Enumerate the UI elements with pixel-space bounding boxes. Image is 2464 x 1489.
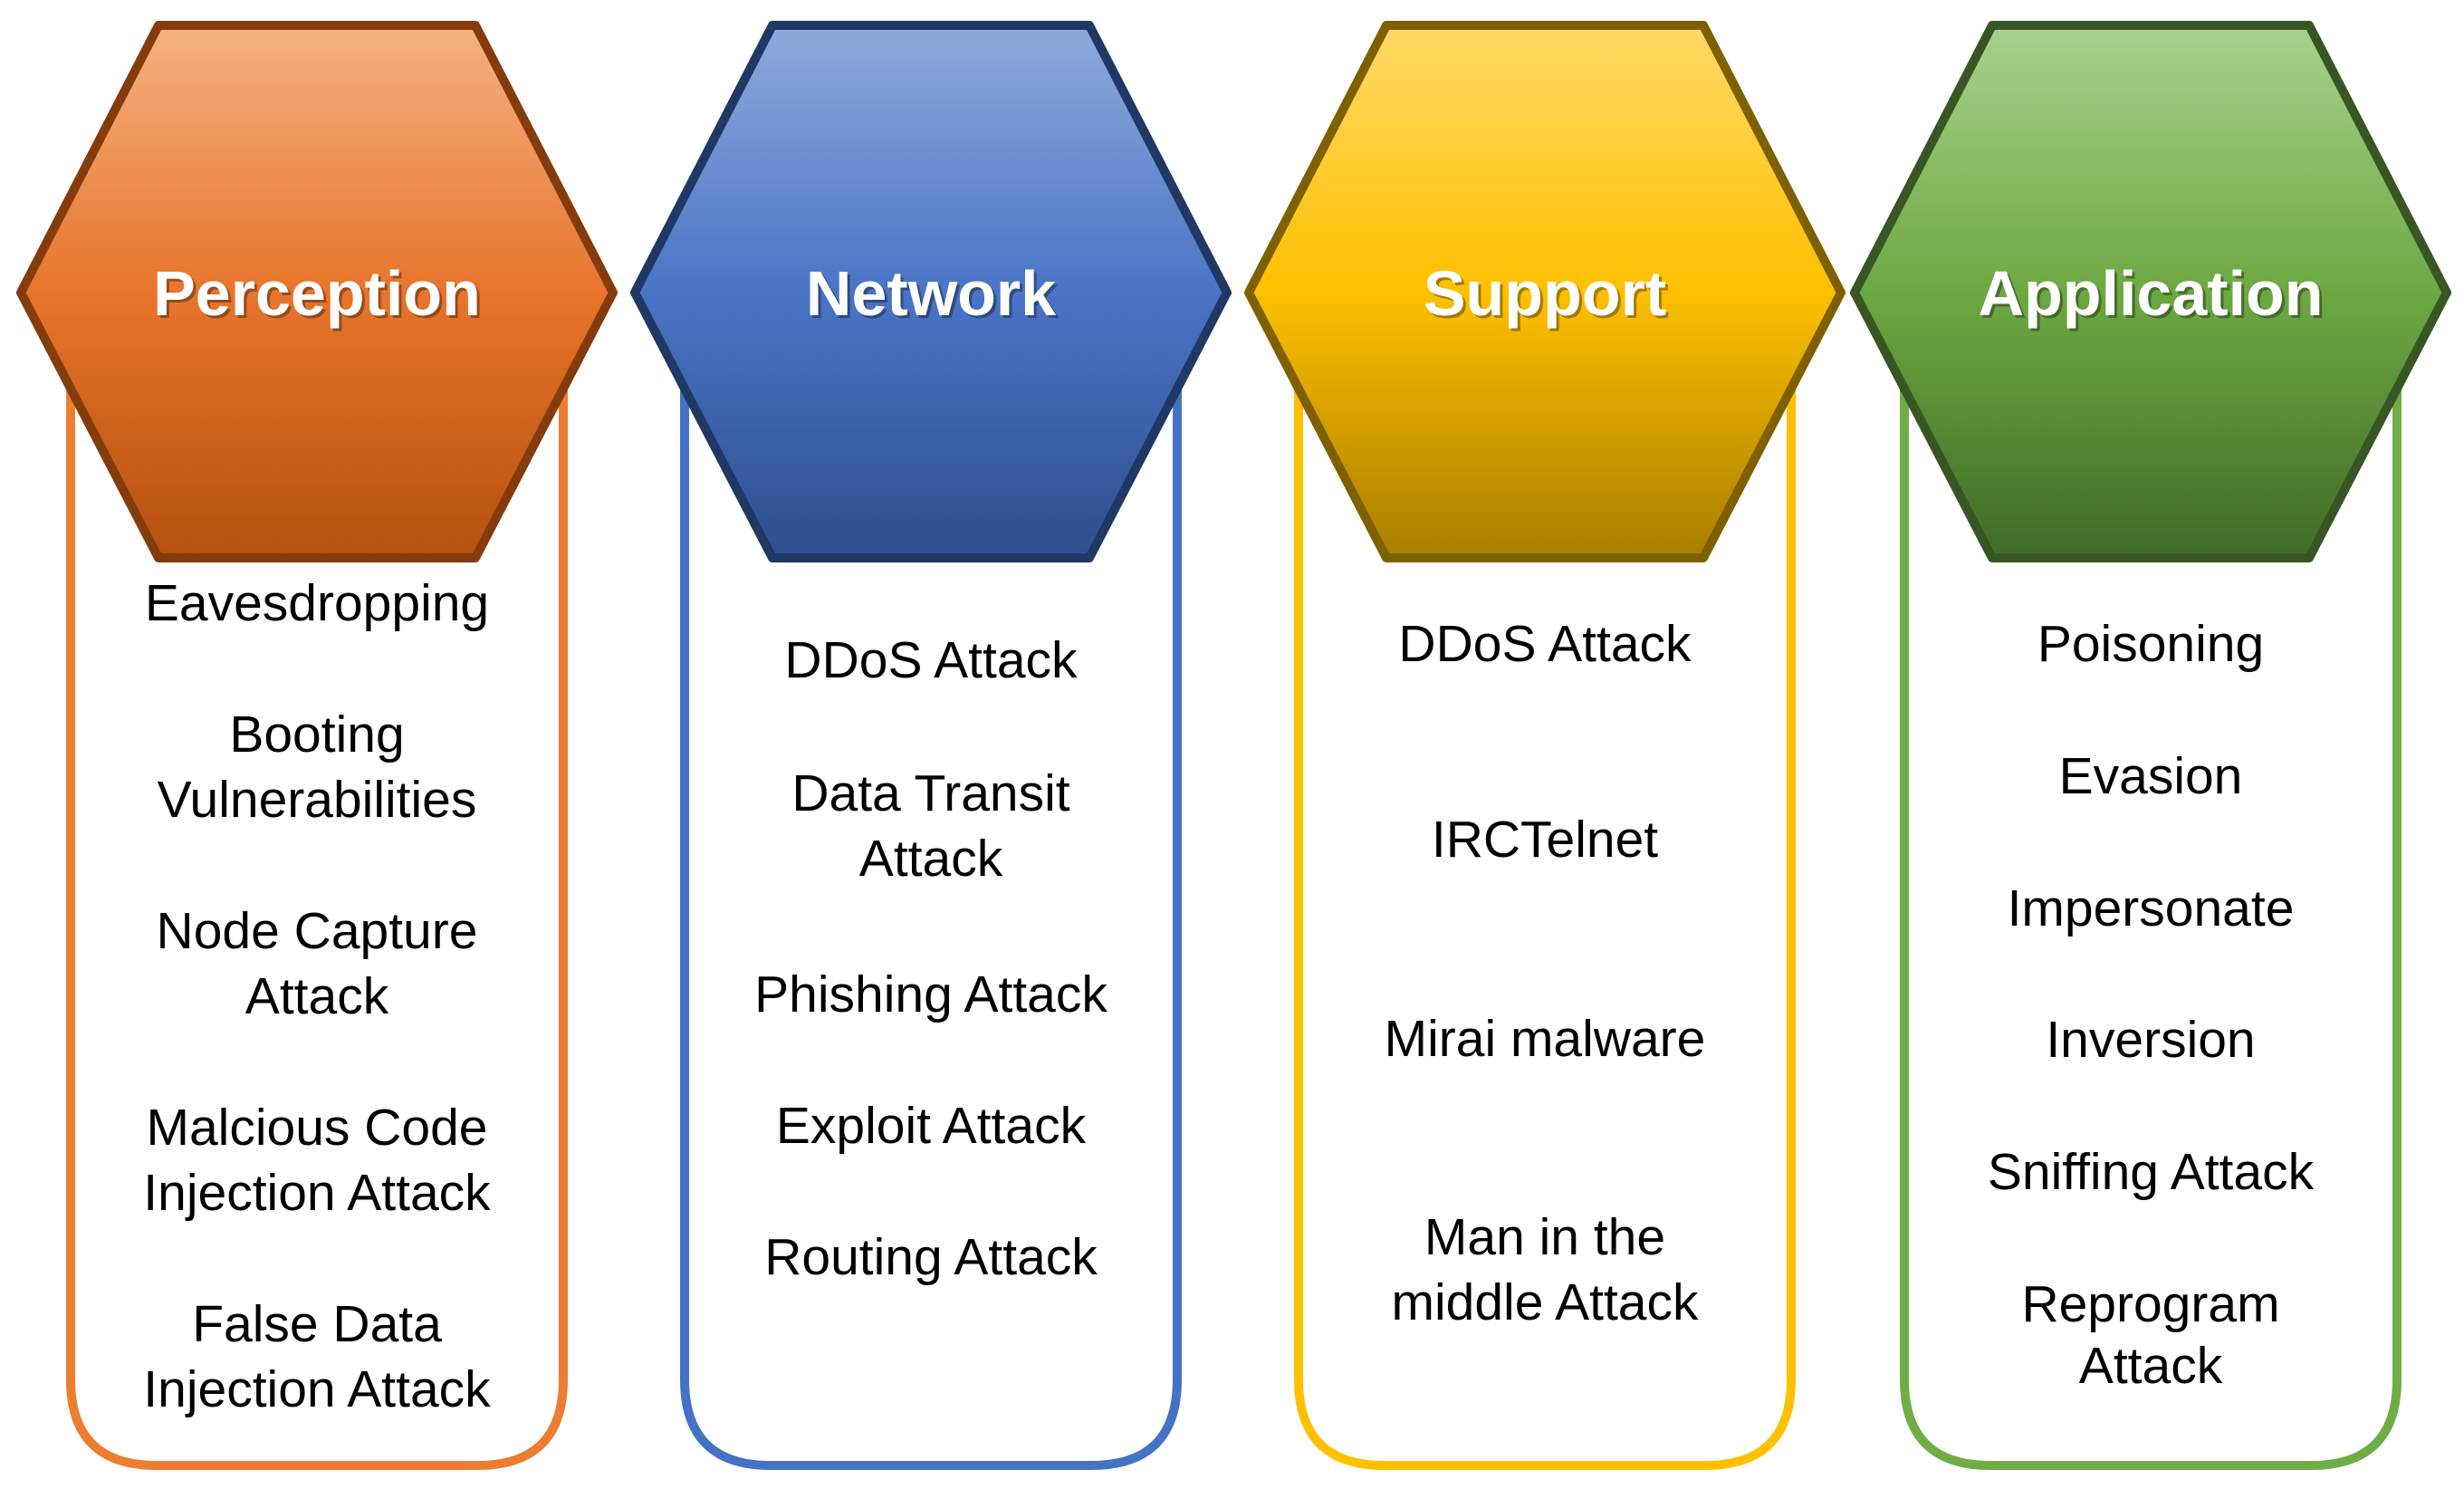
layer-title-shadow: Support — [1426, 261, 1669, 331]
attack-item: IRCTelnet — [1432, 811, 1658, 869]
layer-column-application: ApplicationApplicationPoisoningEvasionIm… — [1850, 21, 2451, 1470]
attack-item-line: Data Transit — [791, 764, 1069, 822]
attack-list-box — [1900, 353, 2402, 1470]
attack-item: Mirai malware — [1385, 1010, 1706, 1068]
attack-list-box — [680, 353, 1182, 1470]
attack-item: DDoS Attack — [1398, 615, 1692, 673]
layer-hexagon — [630, 21, 1232, 562]
layer-title: Network — [806, 258, 1056, 329]
attack-item-line: Man in the — [1424, 1208, 1665, 1266]
attack-item: Evasion — [2059, 747, 2243, 805]
attack-item-line: IRCTelnet — [1432, 811, 1658, 869]
attack-item-line: Reprogram — [2021, 1275, 2279, 1333]
attack-list-box — [1294, 353, 1796, 1470]
attack-item-line: DDoS Attack — [784, 631, 1078, 689]
attack-item-line: DDoS Attack — [1398, 615, 1692, 673]
attack-item-line: Booting — [229, 706, 404, 764]
layer-hexagon — [1244, 21, 1846, 562]
attack-item: Poisoning — [2037, 615, 2264, 673]
attack-item-line: Vulnerabilities — [158, 771, 477, 829]
attack-item-line: Sniffing Attack — [1988, 1143, 2315, 1201]
attack-item-line: Attack — [859, 830, 1003, 888]
attack-item-line: Node Capture — [157, 902, 478, 960]
attack-item-line: Malcious Code — [146, 1099, 487, 1157]
attack-item-line: Attack — [2079, 1337, 2223, 1395]
attack-item-line: Evasion — [2059, 747, 2243, 805]
attack-item-line: Inversion — [2046, 1011, 2255, 1069]
attack-item-line: Injection Attack — [143, 1164, 491, 1222]
attack-item-line: Attack — [245, 967, 389, 1025]
attack-item-line: Injection Attack — [143, 1360, 491, 1418]
attack-item: Phishing Attack — [754, 965, 1107, 1023]
attack-item-line: Poisoning — [2037, 615, 2264, 673]
attack-item: DDoS Attack — [784, 631, 1078, 689]
attack-item: Eavesdropping — [145, 574, 489, 632]
attack-item: Inversion — [2046, 1011, 2255, 1069]
layer-title-shadow: Network — [809, 261, 1059, 331]
attack-item-line: Routing Attack — [764, 1228, 1098, 1286]
attack-item-line: middle Attack — [1392, 1273, 1699, 1331]
attack-item-line: Mirai malware — [1385, 1010, 1706, 1068]
attack-item-line: Exploit Attack — [776, 1097, 1087, 1155]
attack-item: Exploit Attack — [776, 1097, 1087, 1155]
attack-item: Man in the middle Attack — [1392, 1208, 1699, 1331]
layer-title: Support — [1424, 258, 1666, 329]
attack-item-line: Impersonate — [2008, 879, 2295, 937]
layer-column-perception: PerceptionPerceptionEavesdroppingBooting… — [16, 21, 618, 1470]
attack-list-box — [66, 353, 568, 1470]
attack-item: Routing Attack — [764, 1228, 1098, 1286]
attack-item: Sniffing Attack — [1988, 1143, 2315, 1201]
layer-title: Application — [1978, 258, 2323, 329]
layer-title-shadow: Application — [1980, 261, 2325, 331]
attack-item-line: False Data — [192, 1295, 442, 1353]
attack-item: Impersonate — [2008, 879, 2295, 937]
layer-title-shadow: Perception — [156, 261, 484, 331]
layer-hexagon — [1850, 21, 2451, 562]
layer-hexagon — [16, 21, 618, 562]
attack-item-line: Phishing Attack — [754, 965, 1107, 1023]
attack-item-line: Eavesdropping — [145, 574, 489, 632]
layer-title: Perception — [153, 258, 481, 329]
